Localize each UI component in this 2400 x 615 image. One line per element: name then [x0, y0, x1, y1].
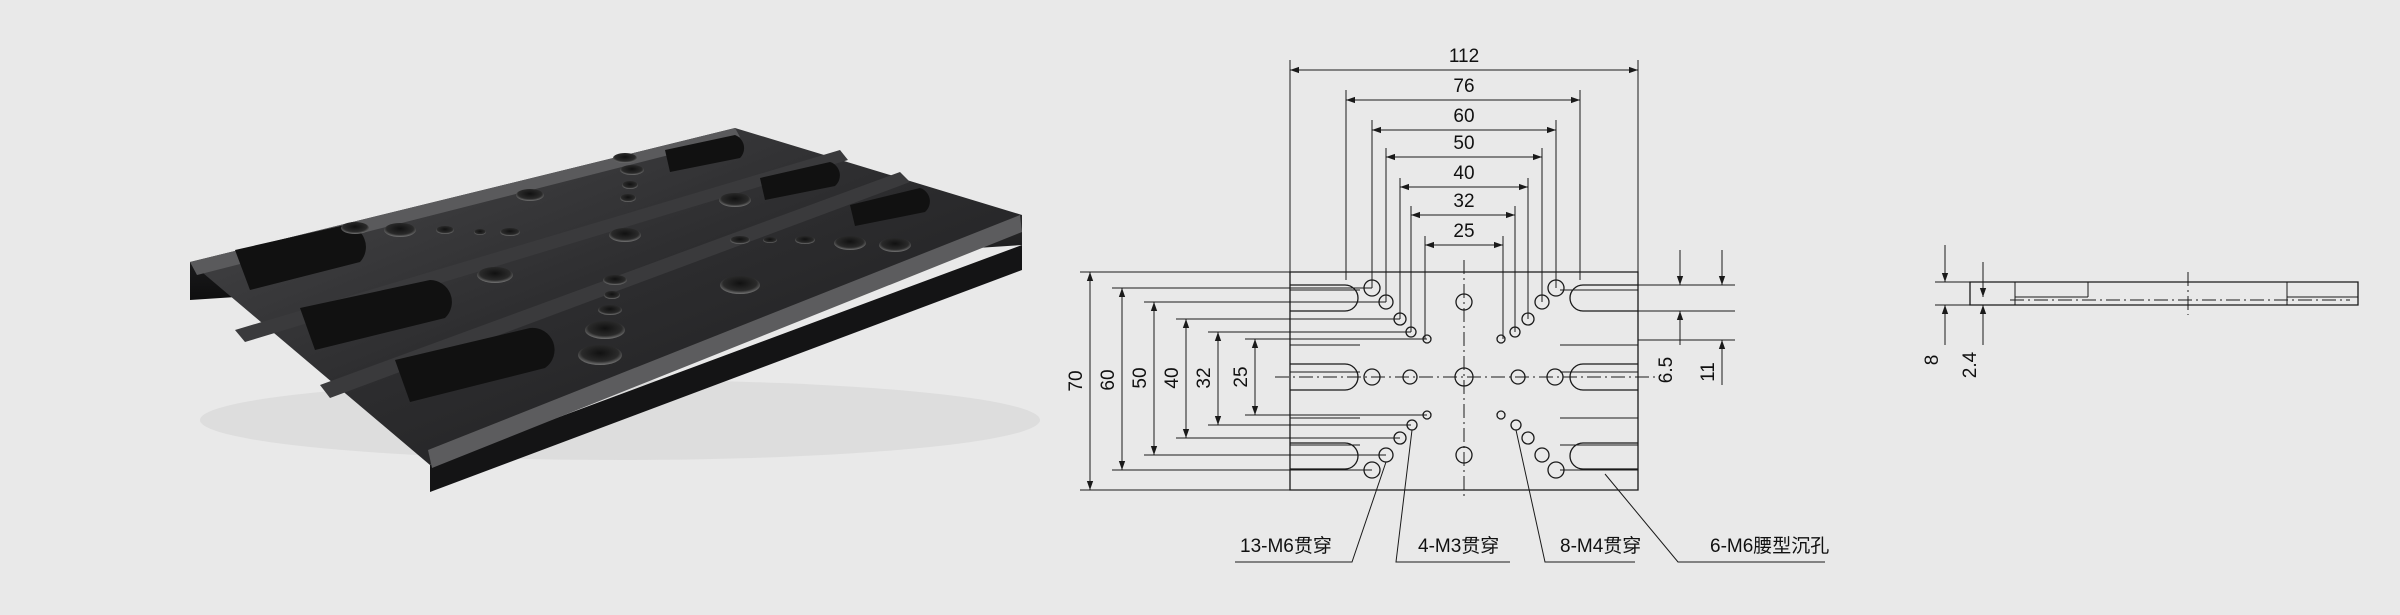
dim-50: 50	[1453, 133, 1474, 154]
dim-11: 11	[1698, 362, 1719, 382]
top-view: 112 76 60 50 40 32 25 70	[1066, 46, 1829, 563]
callout-13-m6: 13-M6贯穿	[1240, 535, 1332, 557]
dim-40: 40	[1453, 163, 1474, 184]
side-view: 8 2.4	[1922, 245, 2359, 378]
plate-holes	[341, 153, 911, 365]
dim-32-v: 32	[1194, 367, 1215, 388]
callout-4-m3: 4-M3贯穿	[1418, 535, 1499, 557]
callout-6-m6-slot: 6-M6腰型沉孔	[1710, 535, 1829, 557]
dim-25-v: 25	[1231, 366, 1252, 387]
dim-8: 8	[1922, 355, 1943, 366]
dim-70: 70	[1066, 370, 1087, 391]
dim-40-v: 40	[1162, 367, 1183, 388]
dim-60: 60	[1453, 106, 1474, 127]
dim-60-v: 60	[1098, 369, 1119, 390]
right-slots	[1569, 284, 1638, 470]
dim-2-4: 2.4	[1960, 351, 1981, 378]
right-dimensions: 6.5 11	[1638, 250, 1735, 385]
dim-112: 112	[1449, 46, 1479, 67]
callout-8-m4: 8-M4贯穿	[1560, 535, 1641, 557]
plate-3d-render	[190, 128, 1040, 492]
drawing-holes	[1363, 279, 1565, 479]
top-dimensions: 112 76 60 50 40 32 25	[1289, 46, 1639, 339]
dim-25: 25	[1453, 221, 1474, 242]
dim-6-5: 6.5	[1656, 357, 1677, 383]
dim-32: 32	[1453, 191, 1474, 212]
callouts: 13-M6贯穿 4-M3贯穿 8-M4贯穿 6-M6腰型沉孔	[1235, 429, 1829, 563]
dim-76: 76	[1453, 76, 1474, 97]
dim-50-v: 50	[1130, 367, 1151, 388]
left-dimensions: 70 60 50 40 32 25	[1066, 271, 1427, 491]
